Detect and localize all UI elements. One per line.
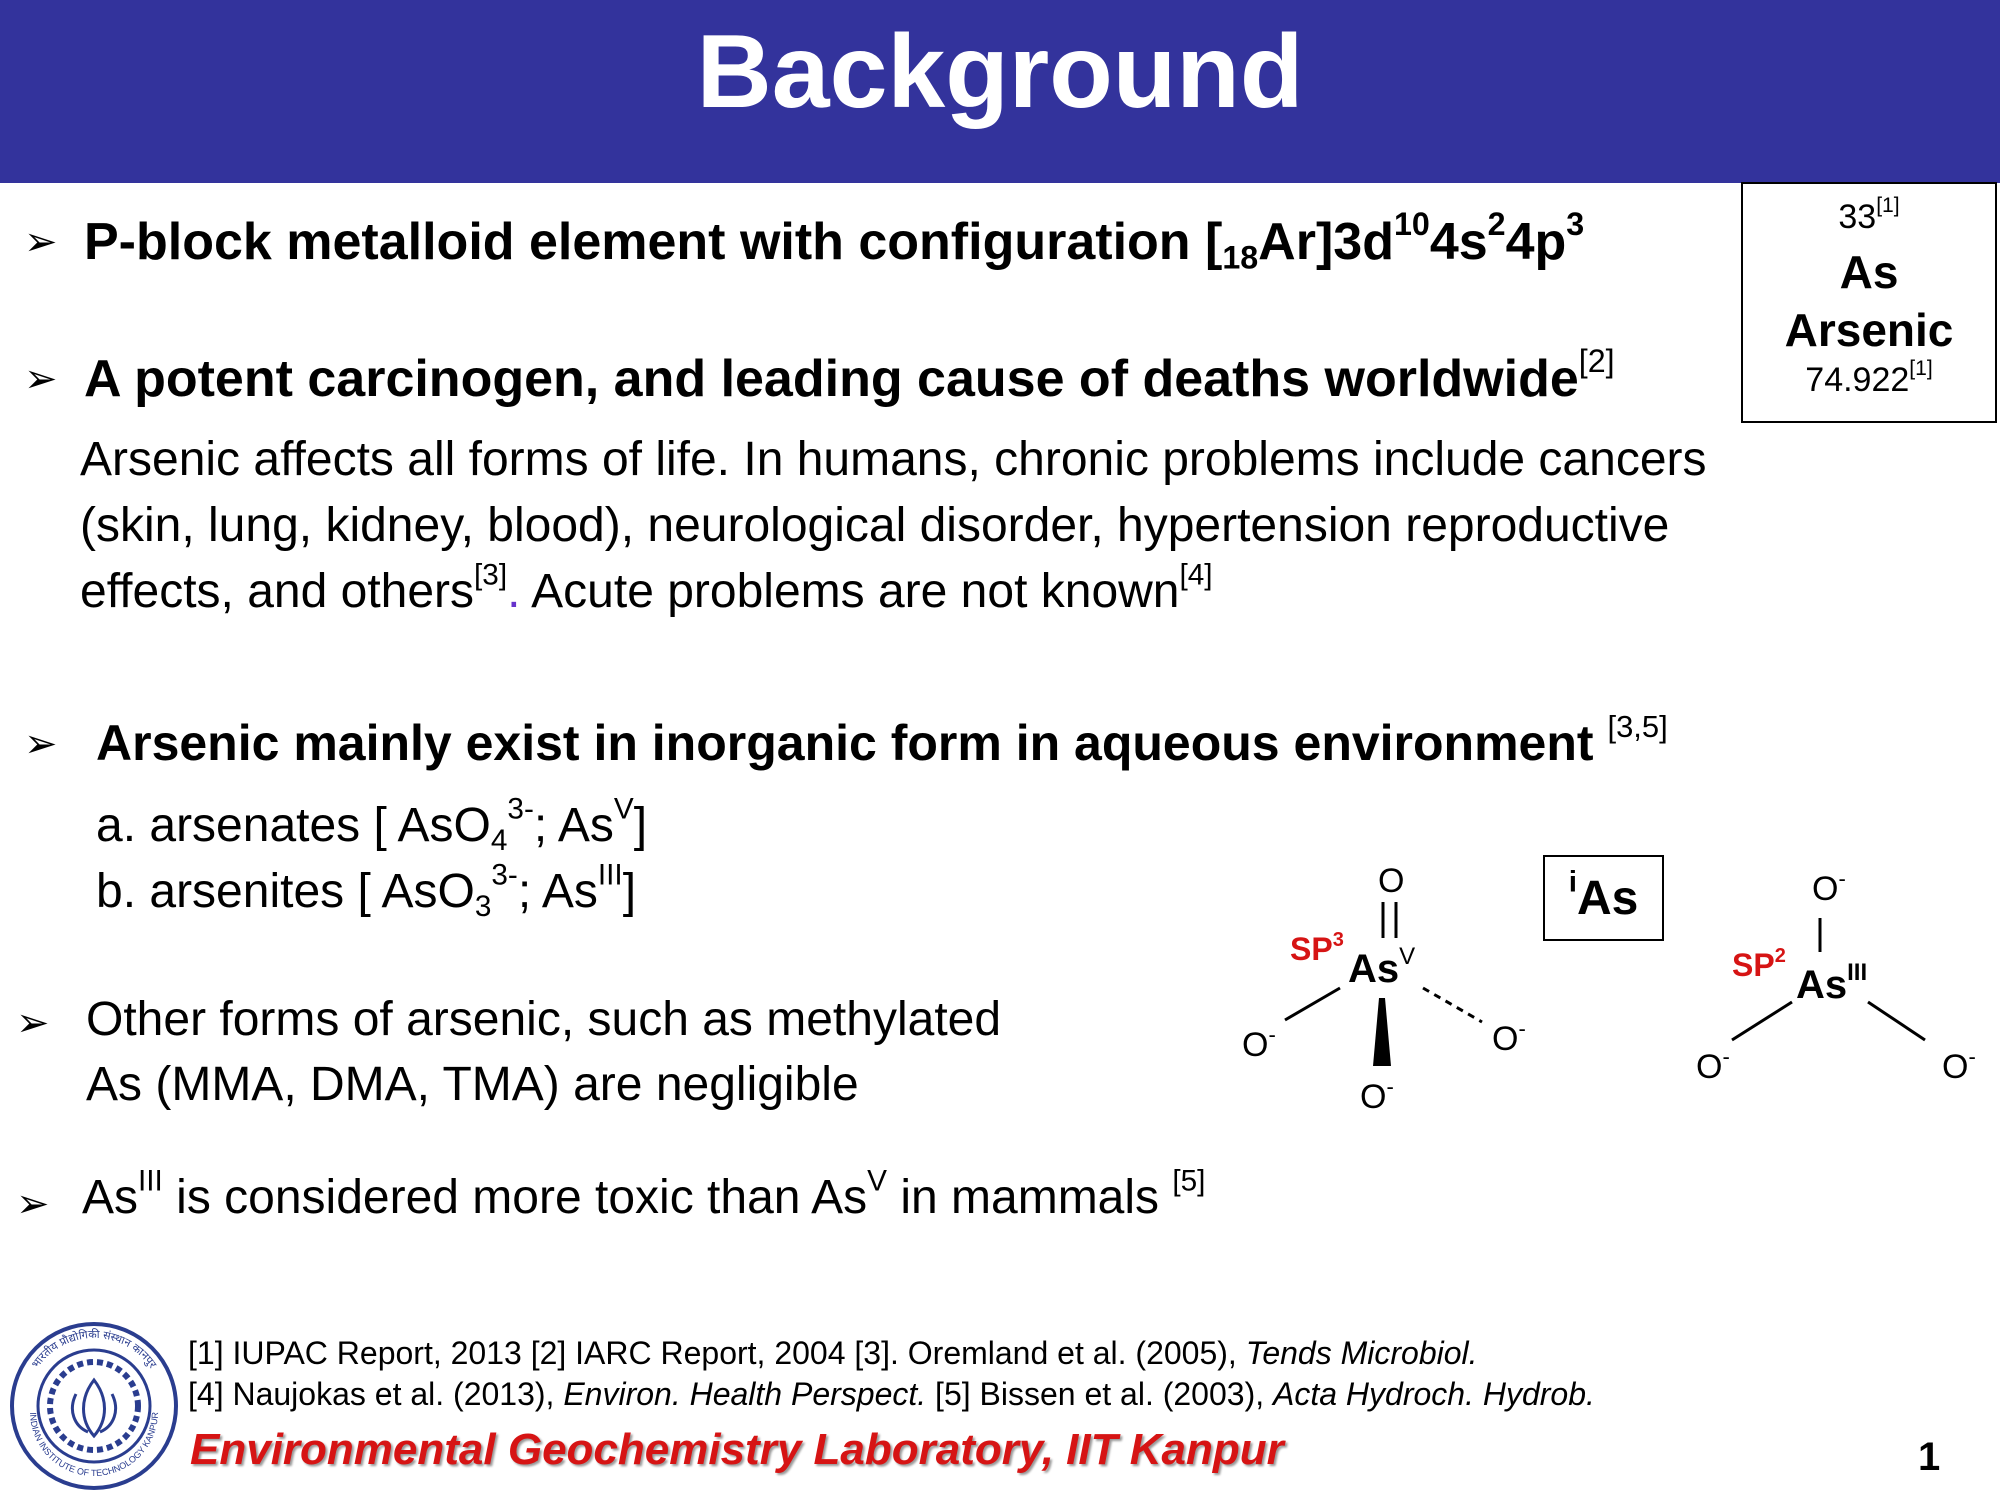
- arsenate-bottom-oxygen: O-: [1360, 1074, 1394, 1116]
- inorganic-arsenic-label: iAs: [1543, 855, 1664, 941]
- arsenite-right-oxygen: O-: [1942, 1044, 1976, 1086]
- bullet-methylated-line-2: As (MMA, DMA, TMA) are negligible: [86, 1058, 859, 1111]
- bullet-arrow-icon: ➢: [24, 357, 58, 401]
- arsenite-center-atom: AsIII: [1796, 959, 1867, 1007]
- item-arsenates: a. arsenates [ AsO43-; AsV]: [96, 792, 648, 857]
- para-line-1: Arsenic affects all forms of life. In hu…: [80, 433, 1707, 486]
- logo-english-text: INDIAN INSTITUTE OF TECHNOLOGY KANPUR: [28, 1411, 160, 1478]
- element-box: 33[1] As Arsenic 74.922[1]: [1741, 182, 1997, 423]
- reference-line-2: [4] Naujokas et al. (2013), Environ. Hea…: [188, 1376, 1595, 1412]
- title-bar: [0, 0, 2000, 183]
- bullet-arrow-icon: ➢: [16, 1001, 50, 1045]
- arsenite-structure: O- SP2 AsIII O- O-: [1696, 866, 1976, 1086]
- atomic-mass: 74.922[1]: [1805, 357, 1933, 399]
- arsenite-hybridization: SP2: [1732, 945, 1786, 983]
- arsenate-center-atom: AsV: [1348, 943, 1415, 991]
- atomic-number: 33[1]: [1838, 194, 1900, 236]
- item-arsenites: b. arsenites [ AsO33-; AsIII]: [96, 858, 637, 923]
- element-symbol: As: [1839, 246, 1899, 298]
- arsenate-left-oxygen: O-: [1242, 1022, 1276, 1064]
- bullet-methylated-line-1: Other forms of arsenic, such as methylat…: [86, 993, 1002, 1046]
- arsenate-right-oxygen: O-: [1492, 1016, 1526, 1058]
- wedge-bond: [1373, 998, 1391, 1066]
- iit-kanpur-logo: भारतीय प्रौद्योगिकी संस्थान कानपुर INDIA…: [10, 1322, 178, 1490]
- arsenate-top-oxygen: O: [1378, 862, 1404, 900]
- single-bond-line: [1284, 986, 1341, 1022]
- lab-name: Environmental Geochemistry Laboratory, I…: [190, 1425, 1284, 1474]
- page-number: 1: [1918, 1435, 1941, 1479]
- element-name: Arsenic: [1784, 304, 1954, 356]
- slide-title: Background: [696, 14, 1304, 130]
- bullet-arrow-icon: ➢: [24, 220, 58, 264]
- bullet-toxicity: AsIII is considered more toxic than AsV …: [82, 1164, 1206, 1224]
- single-bond-line: [1731, 1000, 1793, 1042]
- arsenite-left-oxygen: O-: [1696, 1044, 1730, 1086]
- para-line-2: (skin, lung, kidney, blood), neurologica…: [80, 499, 1670, 552]
- bullet-configuration: P-block metalloid element with configura…: [84, 205, 1585, 276]
- bullet-inorganic: Arsenic mainly exist in inorganic form i…: [96, 708, 1668, 771]
- arsenate-hybridization: SP3: [1290, 929, 1344, 967]
- reference-line-1: [1] IUPAC Report, 2013 [2] IARC Report, …: [188, 1335, 1478, 1371]
- bullet-carcinogen: A potent carcinogen, and leading cause o…: [84, 342, 1615, 408]
- arsenate-structure: O SP3 AsV O- O- O-: [1242, 862, 1526, 1116]
- bullet-arrow-icon: ➢: [16, 1182, 50, 1226]
- dashed-bond-line: [1422, 986, 1483, 1024]
- arsenite-top-oxygen: O-: [1812, 866, 1846, 908]
- para-line-3: effects, and others[3]. Acute problems a…: [80, 558, 1213, 618]
- single-bond-line: [1867, 1000, 1926, 1042]
- bullet-arrow-icon: ➢: [24, 722, 58, 766]
